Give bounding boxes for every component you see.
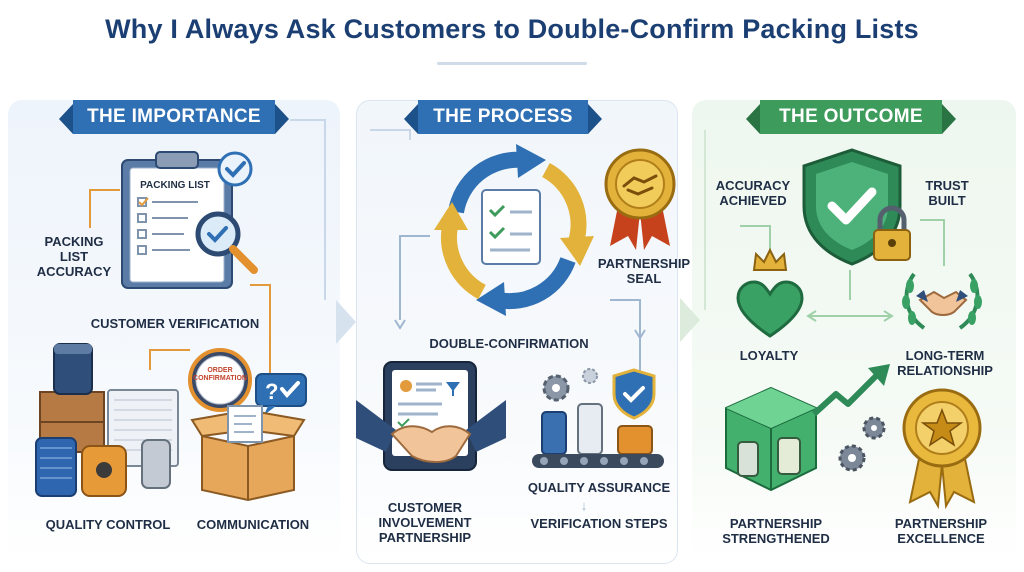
quality-control-label: QUALITY CONTROL <box>45 517 171 532</box>
quality-assurance-line-icon <box>532 368 664 468</box>
accuracy-achieved-label: ACCURACY ACHIEVED <box>715 178 791 208</box>
gears-icon <box>838 416 886 472</box>
loyalty-label: LOYALTY <box>739 348 799 363</box>
partnership-seal-label: PARTNERSHIP SEAL <box>597 256 691 286</box>
title-divider <box>437 62 587 65</box>
laurel-handshake-icon <box>902 272 982 330</box>
partnership-seal-icon <box>604 148 676 250</box>
quality-assurance-label: QUALITY ASSURANCE <box>527 480 671 495</box>
crown-icon <box>752 247 788 271</box>
outcome-header: THE OUTCOME <box>746 100 956 134</box>
long-term-relationship-label: LONG-TERM RELATIONSHIP <box>897 348 993 378</box>
importance-header: THE IMPORTANCE <box>59 100 289 134</box>
growth-arrow-icon <box>811 364 890 417</box>
packing-list-accuracy-label: PACKING LIST ACCURACY <box>36 234 112 279</box>
transition-arrow-icon <box>680 298 700 342</box>
order-confirmation-badge-icon <box>188 348 252 412</box>
page-title: Why I Always Ask Customers to Double-Con… <box>105 14 919 44</box>
verification-steps-label: VERIFICATION STEPS <box>530 516 668 531</box>
customer-verification-label: CUSTOMER VERIFICATION <box>90 316 260 331</box>
open-box-icon <box>190 405 306 502</box>
transition-arrow-icon <box>336 300 356 344</box>
svg-text:?: ? <box>265 379 278 404</box>
partnership-cube-icon <box>725 386 817 492</box>
customer-involvement-label: CUSTOMER INVOLVEMENT PARTNERSHIP <box>378 500 472 545</box>
partnership-excellence-label: PARTNERSHIP EXCELLENCE <box>894 516 988 546</box>
trust-built-label: TRUST BUILT <box>925 178 969 208</box>
clipboard-icon <box>121 151 233 289</box>
process-header: THE PROCESS <box>404 100 602 134</box>
tablet-handshake-icon <box>356 361 506 471</box>
auto-parts-icon <box>35 343 179 497</box>
question-bubble-icon: ? <box>255 373 307 415</box>
order-badge-text: ORDER CONFIRMATION <box>193 367 247 382</box>
check-circle-icon <box>217 151 253 187</box>
down-arrow-icon: ↓ <box>580 498 588 513</box>
partnership-strengthened-label: PARTNERSHIP STRENGTHENED <box>722 516 830 546</box>
cycle-arrows-icon <box>434 144 594 316</box>
communication-label: COMMUNICATION <box>196 517 310 532</box>
lock-icon <box>873 205 911 261</box>
double-confirmation-label: DOUBLE-CONFIRMATION <box>429 336 589 351</box>
magnifier-icon <box>195 211 258 274</box>
heart-icon <box>736 280 804 338</box>
clipboard-title: PACKING LIST <box>140 180 210 191</box>
excellence-medal-icon <box>902 388 982 510</box>
